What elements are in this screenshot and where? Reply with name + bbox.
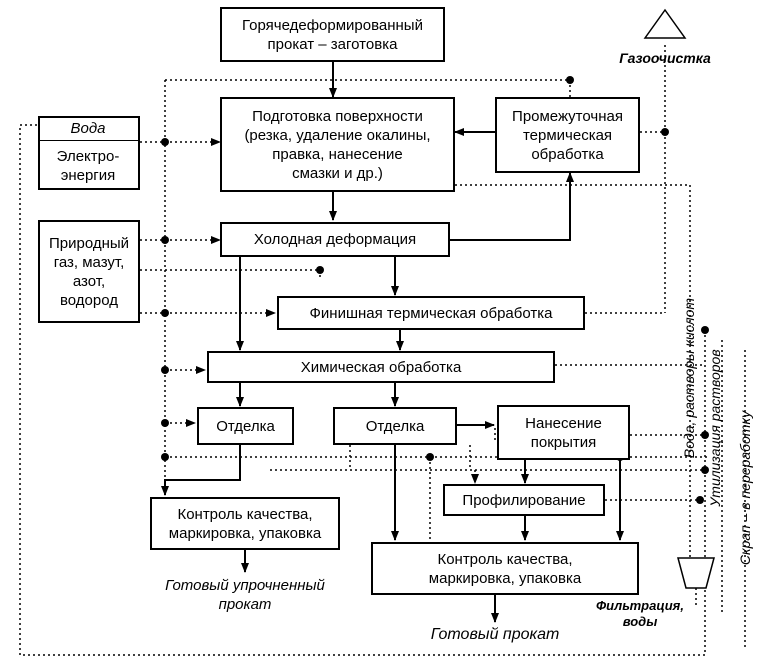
scrap-label: Скрап – в переработку <box>737 410 753 566</box>
finishing-left-box: Отделка <box>197 407 294 445</box>
water-label: Вода <box>38 116 138 141</box>
chemical-treatment-box: Химическая обработка <box>207 351 555 383</box>
filtration-label: Фильтрация, воды <box>596 598 684 629</box>
quality-control-right-box: Контроль качества, маркировка, упаковка <box>371 542 639 595</box>
main-flow-arrows <box>161 62 624 623</box>
finished-strengthened-label: Готовый упрочненный прокат <box>165 577 325 613</box>
finishing-middle-box: Отделка <box>333 407 457 445</box>
solution-disposal-label: Утилизация растворов <box>707 349 723 507</box>
finish-heat-treatment-box: Финишная термическая обработка <box>277 296 585 330</box>
quality-control-left-box: Контроль качества, маркировка, упаковка <box>150 497 340 550</box>
gas-cleaning-icon <box>643 8 687 39</box>
water-electricity-box <box>38 116 140 190</box>
hot-rolled-billet-box: Горячедеформированный прокат – заготовка <box>220 7 445 62</box>
natural-gas-box: Природный газ, мазут, азот, водород <box>38 220 140 323</box>
surface-preparation-box: Подготовка поверхности (резка, удаление … <box>220 97 455 192</box>
coating-application-box: Нанесение покрытия <box>497 405 630 460</box>
profiling-box: Профилирование <box>443 484 605 516</box>
cold-deformation-box: Холодная деформация <box>220 222 450 257</box>
electricity-label: Электро- энергия <box>56 148 120 184</box>
junction-dots <box>161 76 709 504</box>
intermediate-heat-treatment-box: Промежуточная термическая обработка <box>495 97 640 173</box>
finished-product-label: Готовый прокат <box>430 626 560 643</box>
acid-water-label: Вода, растворы кислот <box>681 297 697 459</box>
gas-cleaning-label: Газоочистка <box>619 50 711 66</box>
filtration-funnel-icon <box>677 557 715 589</box>
